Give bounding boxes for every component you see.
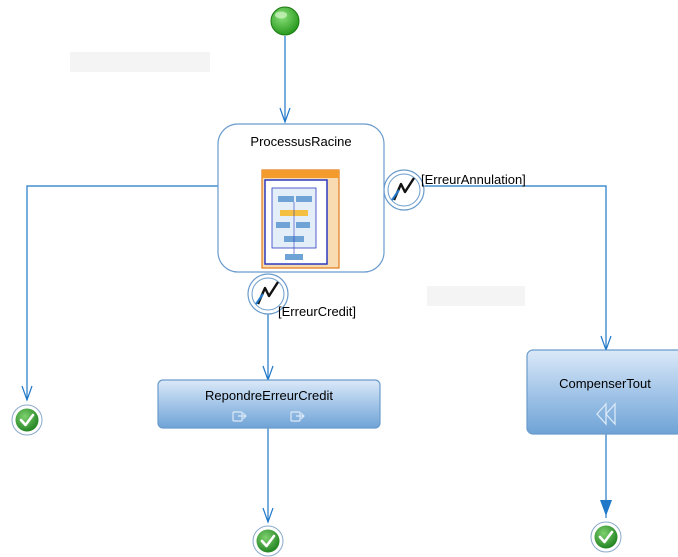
lightning-event-icon-cancel[interactable] xyxy=(383,169,425,211)
lightning-event-icon-credit[interactable] xyxy=(247,273,289,315)
activity-title-compensate: CompenserTout xyxy=(559,376,651,391)
process-title: ProcessusRacine xyxy=(250,134,352,149)
faint-placeholder-box-middle xyxy=(427,286,525,306)
connectors xyxy=(21,36,612,524)
rewind-icon xyxy=(596,402,616,426)
faint-placeholder-box-top xyxy=(70,52,210,72)
connector-cancel-to-compensate xyxy=(425,185,607,350)
subprocess-thumbnail-icon xyxy=(261,169,340,269)
activity-compensate[interactable] xyxy=(526,349,678,435)
activity-respond-credit[interactable] xyxy=(157,379,381,429)
event-label-cancel: [ErreurAnnulation] xyxy=(421,172,526,187)
arrowhead-end-right-filled xyxy=(600,500,612,516)
send-message-icon xyxy=(232,411,305,422)
activity-title-respond-credit: RepondreErreurCredit xyxy=(205,388,333,403)
arrowhead-end-left xyxy=(21,385,33,402)
end-node-checkmark-icon-left[interactable] xyxy=(11,404,43,436)
start-node-icon[interactable] xyxy=(270,6,300,36)
arrowhead-process xyxy=(279,107,291,124)
end-node-checkmark-icon-right[interactable] xyxy=(590,521,622,553)
event-label-credit: [ErreurCredit] xyxy=(278,304,357,319)
end-node-checkmark-icon-bottom[interactable] xyxy=(252,525,284,557)
arrowhead-end-bottom xyxy=(262,507,274,524)
connector-process-to-end-left xyxy=(26,185,218,400)
